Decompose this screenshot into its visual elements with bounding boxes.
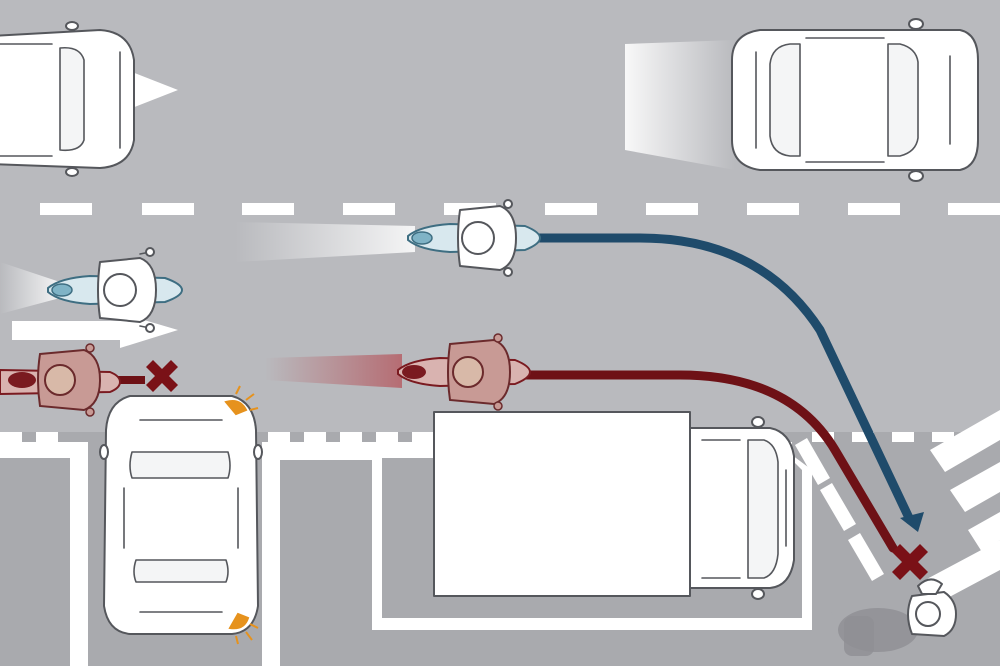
turning-car (99, 385, 263, 645)
headlight-beam-blue-rear (0, 262, 60, 314)
headlight-beam-oncoming (625, 40, 735, 170)
conflict-path-arrow (520, 370, 898, 553)
curb-left-block (0, 442, 88, 666)
motorcycle-red-front (397, 333, 532, 411)
headlight-beam-parked (132, 72, 178, 108)
motorcycle-blue-rear (47, 247, 184, 333)
crosswalk (795, 410, 1000, 602)
headlight-beam-blue-front (235, 222, 415, 262)
motorcycle-blue-front (407, 199, 542, 277)
box-truck (433, 411, 795, 600)
parked-car-top-left (0, 21, 135, 177)
blinker-icon-front (224, 385, 259, 416)
safe-path-arrow (531, 233, 915, 525)
pedestrian (838, 578, 957, 656)
headlight-beam-red-front (265, 354, 402, 388)
safe-path-arrowhead (900, 512, 924, 532)
edge-dashes (0, 432, 994, 640)
motorcycle-red-rear (0, 343, 122, 417)
blinker-icon-rear (228, 612, 259, 645)
oncoming-car (731, 18, 979, 182)
conflict-cross-icon-right (892, 544, 928, 580)
conflict-cross-icon-left (146, 360, 178, 392)
